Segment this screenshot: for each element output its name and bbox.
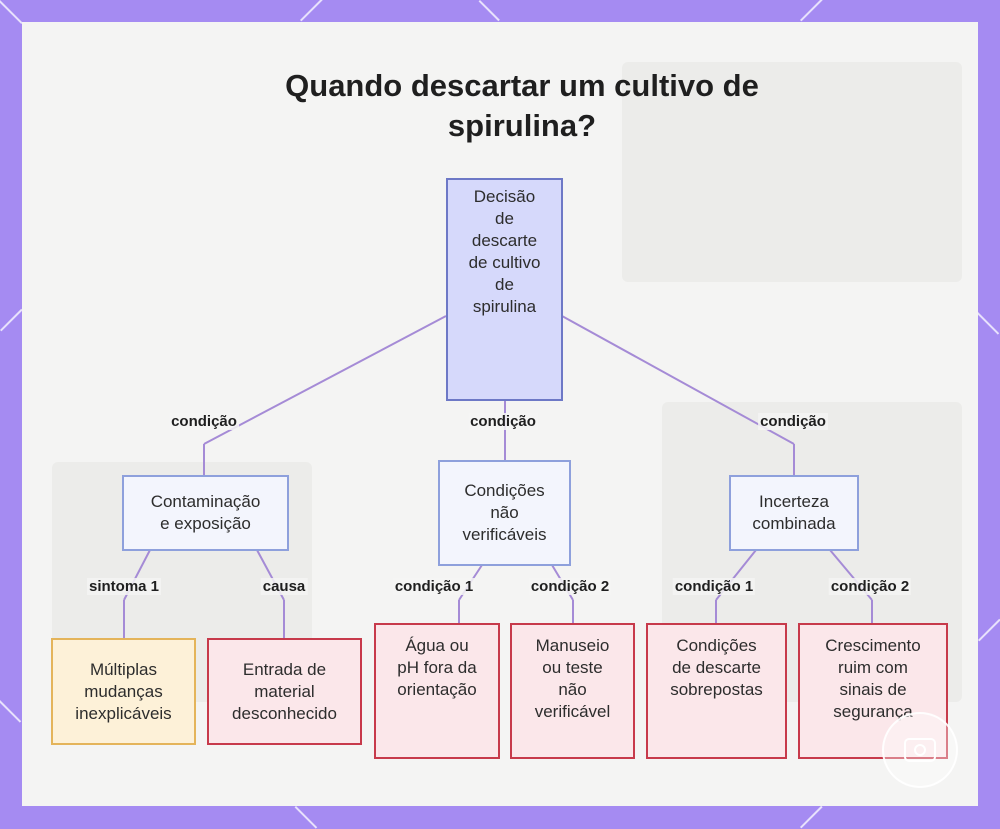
node-label: Crescimento ruim com sinais de segurança [825,636,921,721]
frame-decoration-line [478,0,500,22]
node-label: Decisão de descarte de cultivo de spirul… [468,187,541,316]
node-label: Incerteza combinada [752,492,836,533]
frame-decoration-line [800,0,823,22]
frame-decoration-line [976,312,1000,335]
frame-decoration-line [0,308,23,332]
diagram-canvas: Quando descartar um cultivo de spirulina… [22,22,978,806]
node-label: Condições de descarte sobrepostas [670,636,763,699]
edge-label-cause: causa [260,578,308,595]
edge-label-condition-2: condição 2 [528,578,612,595]
edge-label-condition-1: condição 1 [392,578,476,595]
frame-decoration-line [0,0,23,25]
logo-badge-icon [882,712,958,788]
edge-root-contamination [203,315,447,445]
node-label: Manuseio ou teste não verificável [534,636,611,721]
node-handling-testing: Manuseio ou teste não verificável [510,623,635,759]
background-decoration [622,62,962,282]
logo-badge-icon [904,738,936,762]
node-unknown-material: Entrada de material desconhecido [207,638,362,745]
edge-label-condition: condição [468,413,538,430]
diagram-title: Quando descartar um cultivo de spirulina… [285,68,759,143]
frame-decoration-line [978,618,1000,642]
edge-root-uncertainty [561,315,795,445]
edge-label-condition-1: condição 1 [672,578,756,595]
frame-decoration-line [294,806,318,829]
node-contamination: Contaminação e exposição [122,475,289,551]
node-water-ph: Água ou pH fora da orientação [374,623,500,759]
node-root-decision: Decisão de descarte de cultivo de spirul… [446,178,563,401]
node-label: Múltiplas mudanças inexplicáveis [75,659,172,723]
node-overlapping-conditions: Condições de descarte sobrepostas [646,623,787,759]
frame-decoration-line [800,805,823,829]
node-unverified-conditions: Condições não verificáveis [438,460,571,566]
edge-label-condition-2: condição 2 [828,578,912,595]
edge-label-condition: condição [758,413,828,430]
node-label: Condições não verificáveis [462,481,547,544]
edge-label-condition: condição [169,413,239,430]
node-multiple-changes: Múltiplas mudanças inexplicáveis [51,638,196,745]
node-label: Entrada de material desconhecido [232,659,337,723]
frame-decoration-line [300,0,323,22]
edge-label-symptom: sintoma 1 [86,578,162,595]
node-combined-uncertainty: Incerteza combinada [729,475,859,551]
frame-decoration-line [0,700,22,723]
node-label: Água ou pH fora da orientação [397,636,477,699]
node-label: Contaminação e exposição [150,492,261,533]
